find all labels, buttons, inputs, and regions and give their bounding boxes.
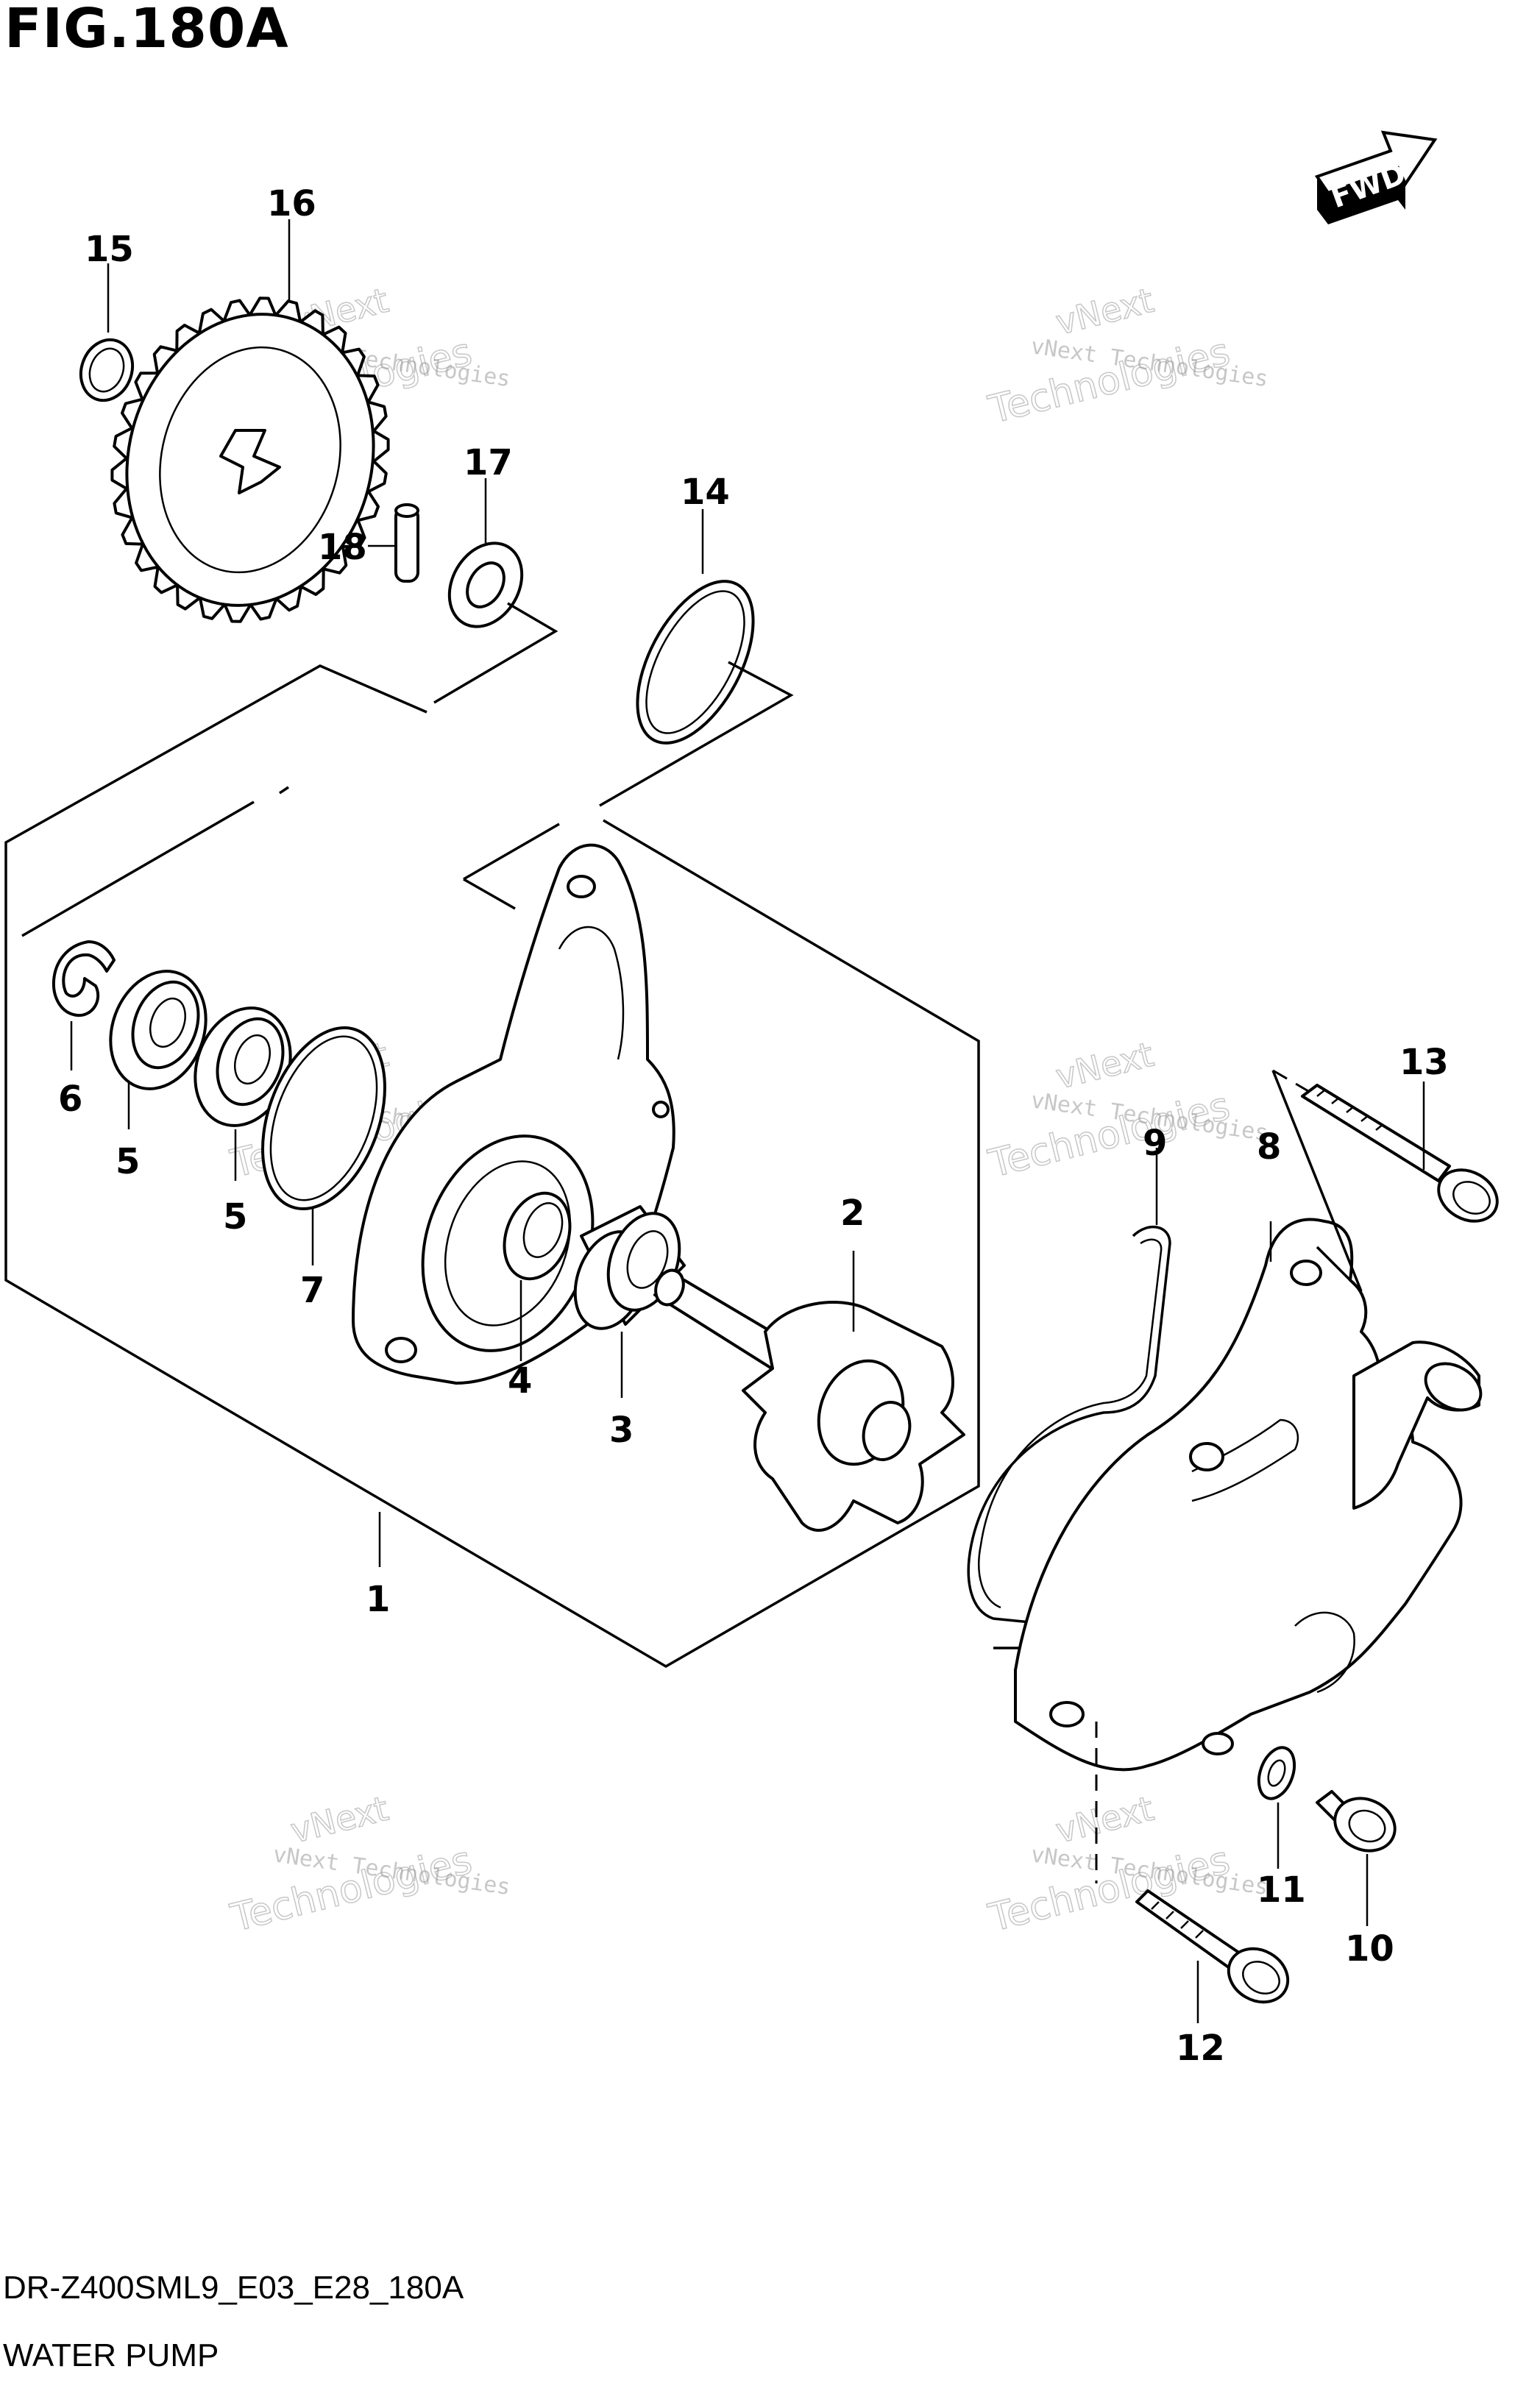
callout-1: 1 (366, 1579, 390, 1620)
mechanical-seal-part-3 (573, 1205, 686, 1398)
pump-assembly-outline (4, 664, 980, 1669)
svg-text:vNext: vNext (1052, 280, 1157, 343)
callout-9: 9 (1143, 1123, 1167, 1164)
callout-16: 16 (267, 183, 316, 224)
bearing-part-5-inner (194, 1006, 292, 1181)
callout-7: 7 (300, 1270, 324, 1311)
section-name: WATER PUMP (3, 2337, 219, 2373)
circlip-part-6 (52, 940, 116, 1070)
callout-6: 6 (58, 1079, 82, 1120)
pin-part-18 (368, 503, 419, 583)
pump-drive-sprocket-part-16 (110, 219, 390, 623)
bolt-part-13 (1271, 1069, 1499, 1293)
callout-2: 2 (840, 1193, 865, 1234)
watermark-top-right: vNext vNext Technologies Technologies (984, 280, 1270, 433)
circlip-part-15 (79, 263, 135, 402)
bolt-part-12 (1095, 1722, 1290, 2023)
fwd-arrow-icon: FWD (1314, 130, 1438, 224)
callout-18: 18 (318, 527, 367, 568)
impeller-part-2 (742, 1251, 965, 1532)
callout-12: 12 (1176, 2028, 1225, 2069)
callout-11: 11 (1257, 1869, 1306, 1911)
o-ring-part-14 (599, 509, 794, 807)
callout-15: 15 (85, 229, 134, 270)
watermark-bottom-right: vNext vNext Technologies Technologies (984, 1788, 1270, 1942)
seal-part-4 (503, 1191, 572, 1361)
o-ring-part-7 (261, 1026, 386, 1265)
svg-text:vNext: vNext (1052, 1034, 1157, 1097)
callout-8: 8 (1257, 1126, 1281, 1168)
callout-5a: 5 (116, 1141, 140, 1182)
svg-text:vNext: vNext (287, 1789, 392, 1851)
model-code: DR-Z400SML9_E03_E28_180A (3, 2270, 464, 2306)
figure-title: FIG.180A (4, 0, 289, 60)
callout-17: 17 (464, 442, 513, 483)
callout-13: 13 (1399, 1042, 1449, 1083)
callout-14: 14 (681, 472, 730, 513)
watermark-bottom-left: vNext vNext Technologies Technologies (226, 1788, 512, 1942)
washer-part-11 (1257, 1746, 1296, 1869)
callout-3: 3 (609, 1410, 634, 1451)
callout-10: 10 (1345, 1928, 1394, 1970)
callout-4: 4 (508, 1360, 532, 1402)
bolt-part-10 (1316, 1790, 1397, 1926)
svg-text:vNext: vNext (1052, 1789, 1157, 1851)
callout-5b: 5 (223, 1196, 247, 1237)
washer-part-17 (433, 478, 558, 704)
water-pump-cover-part-8 (1014, 1218, 1483, 1772)
watermark-middle-right: vNext vNext Technologies Technologies (984, 1034, 1270, 1187)
